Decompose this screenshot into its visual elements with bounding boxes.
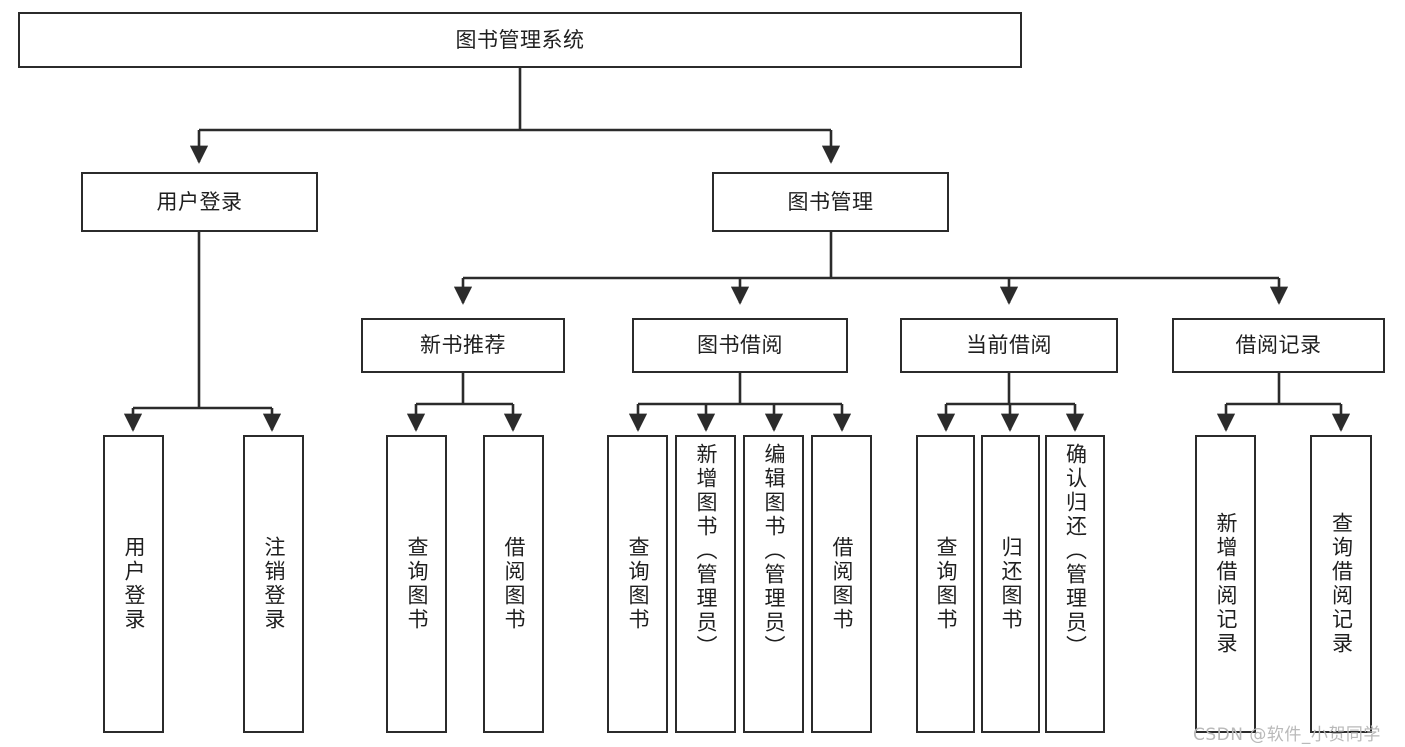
node-user-login[interactable]: 用户登录 [81, 172, 318, 232]
leaf-borrow-book-new[interactable]: 借阅图书 [483, 435, 544, 733]
node-label: 归还图书 [999, 536, 1023, 632]
node-label: 用户登录 [156, 189, 243, 214]
node-new-book-recommend[interactable]: 新书推荐 [361, 318, 565, 373]
node-label: 借阅图书 [502, 536, 526, 632]
node-label: 查询图书 [934, 536, 958, 632]
leaf-query-borrow-record[interactable]: 查询借阅记录 [1310, 435, 1372, 733]
leaf-add-borrow-record[interactable]: 新增借阅记录 [1195, 435, 1256, 733]
node-label: 借阅图书 [830, 536, 854, 632]
node-book-borrow[interactable]: 图书借阅 [632, 318, 848, 373]
leaf-query-book-new[interactable]: 查询图书 [386, 435, 447, 733]
node-label: 新增图书（管理员） [694, 443, 718, 659]
node-label: 借阅记录 [1235, 333, 1322, 358]
node-label: 图书借阅 [697, 333, 783, 358]
node-label: 查询图书 [626, 536, 650, 632]
leaf-user-login[interactable]: 用户登录 [103, 435, 164, 733]
node-label: 用户登录 [122, 536, 146, 632]
node-label: 查询图书 [405, 536, 429, 632]
node-label: 确认归还（管理员） [1063, 443, 1088, 659]
node-root-system[interactable]: 图书管理系统 [18, 12, 1022, 68]
leaf-borrow-book[interactable]: 借阅图书 [811, 435, 872, 733]
node-label: 注销登录 [262, 536, 286, 632]
node-borrow-record[interactable]: 借阅记录 [1172, 318, 1385, 373]
node-label: 当前借阅 [966, 333, 1052, 358]
leaf-logout[interactable]: 注销登录 [243, 435, 304, 733]
node-label: 图书管理 [787, 189, 874, 214]
node-label: 图书管理系统 [455, 27, 585, 52]
leaf-add-book-admin[interactable]: 新增图书（管理员） [675, 435, 736, 733]
node-current-borrow[interactable]: 当前借阅 [900, 318, 1118, 373]
node-label: 查询借阅记录 [1329, 512, 1354, 656]
node-label: 编辑图书（管理员） [762, 443, 786, 659]
leaf-query-book-borrow[interactable]: 查询图书 [607, 435, 668, 733]
leaf-edit-book-admin[interactable]: 编辑图书（管理员） [743, 435, 804, 733]
leaf-query-book-current[interactable]: 查询图书 [916, 435, 975, 733]
node-label: 新书推荐 [420, 333, 506, 358]
node-label: 新增借阅记录 [1214, 512, 1238, 656]
leaf-return-book[interactable]: 归还图书 [981, 435, 1040, 733]
leaf-confirm-return-admin[interactable]: 确认归还（管理员） [1045, 435, 1105, 733]
csdn-watermark: CSDN @软件_小贺同学 [1193, 725, 1381, 745]
node-book-management[interactable]: 图书管理 [712, 172, 949, 232]
